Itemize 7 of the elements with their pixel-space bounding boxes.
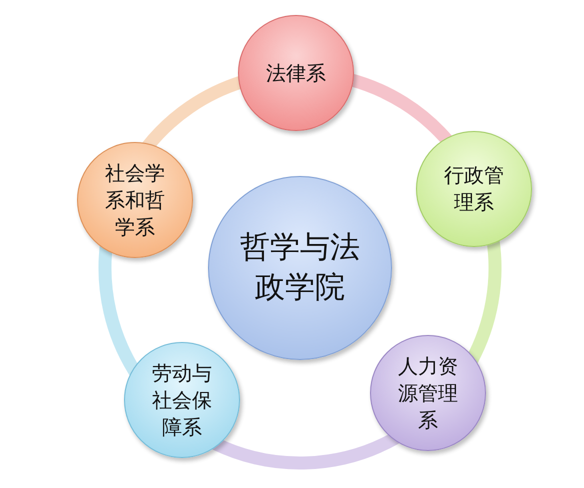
- department-label: 劳动与社会保障系: [151, 360, 213, 440]
- department-label: 社会学系和哲学系: [104, 160, 166, 240]
- department-label: 行政管理系: [443, 162, 505, 216]
- department-label: 法律系: [265, 60, 327, 86]
- department-label: 人力资源管理系: [397, 352, 459, 434]
- college-label: 哲学与法政学院: [239, 228, 361, 307]
- department-circle: [124, 342, 240, 458]
